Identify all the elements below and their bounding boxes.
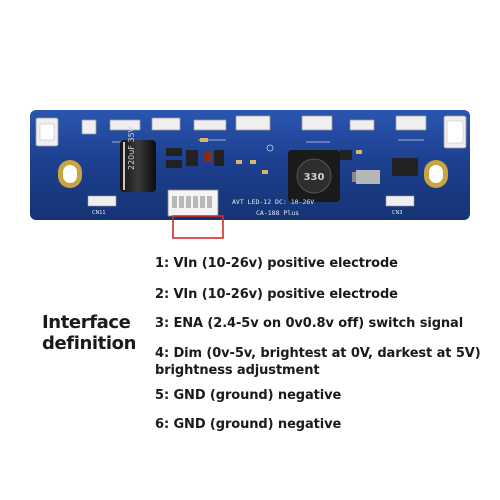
pcb-board — [30, 110, 470, 220]
svg-text:220uF 35V: 220uF 35V — [127, 126, 136, 170]
svg-text:CN11: CN11 — [92, 210, 106, 216]
capacitor — [120, 140, 156, 192]
svg-text:CN3: CN3 — [392, 210, 402, 216]
pin-item: 5: GND (ground) negative — [155, 388, 342, 403]
svg-text:AVT LED-12 DC: 10-26V: AVT LED-12 DC: 10-26V — [232, 198, 314, 206]
connector-highlight-box — [172, 215, 224, 239]
pin-item: 3: ENA (2.4-5v on 0v0.8v off) switch sig… — [155, 316, 464, 331]
input-connector-6pin — [167, 189, 219, 217]
svg-text:CA-188 Plus: CA-188 Plus — [256, 209, 299, 217]
pin-item: 6: GND (ground) negative — [155, 417, 342, 432]
board-photo: 220uF 35V 330 AVT LED-12 DC: 10-26V CA-1… — [30, 110, 470, 239]
pin-item: 2: VIn (10-26v) positive electrode — [155, 287, 398, 302]
pin-item: 1: VIn (10-26v) positive electrode — [155, 256, 398, 271]
heading-line-1: Interface — [42, 312, 131, 333]
interface-definition-heading: Interface definition — [42, 312, 152, 354]
pin-item: 4: Dim (0v-5v, brightest at 0V, darkest … — [155, 346, 481, 378]
svg-text:330: 330 — [304, 172, 325, 183]
heading-line-2: definition — [42, 333, 137, 354]
